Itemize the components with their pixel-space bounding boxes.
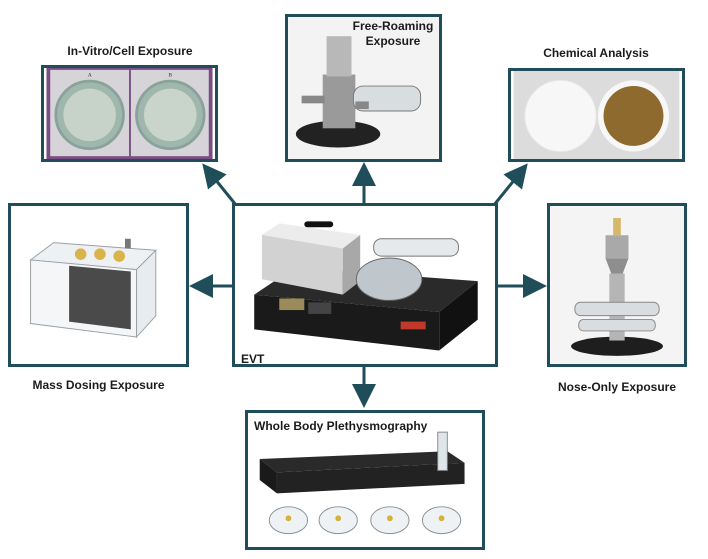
massdosing-label: Mass Dosing Exposure bbox=[32, 378, 165, 392]
evt-box: EVT bbox=[232, 203, 498, 367]
plate-a-label: A bbox=[88, 72, 93, 78]
petri-dishes-image: A B bbox=[46, 68, 213, 159]
noseonly-box bbox=[547, 203, 687, 367]
massdosing-box bbox=[8, 203, 189, 367]
freeroaming-label-line1: Free-Roaming bbox=[352, 19, 434, 33]
nose-only-tower-image bbox=[550, 206, 684, 364]
evt-device-image bbox=[236, 206, 494, 364]
arrow-to-chemical bbox=[492, 163, 528, 206]
filter-pads-image bbox=[513, 71, 680, 159]
chemical-label: Chemical Analysis bbox=[543, 46, 649, 60]
freeroaming-label: Free-Roaming Exposure bbox=[338, 19, 439, 49]
wbp-chambers-image bbox=[250, 413, 480, 547]
arrow-to-invitro bbox=[202, 163, 238, 206]
free-roaming-chamber-image bbox=[288, 17, 439, 159]
wbp-label: Whole Body Plethysmography bbox=[254, 419, 428, 433]
freeroaming-box: Free-Roaming Exposure bbox=[285, 14, 442, 162]
invitro-box: A B bbox=[41, 65, 218, 162]
noseonly-label: Nose-Only Exposure bbox=[557, 380, 677, 394]
mass-dosing-chamber-image bbox=[11, 206, 186, 364]
plate-b-label: B bbox=[168, 72, 172, 78]
wbp-box: Whole Body Plethysmography bbox=[245, 410, 485, 550]
freeroaming-label-line2: Exposure bbox=[365, 34, 421, 48]
evt-label: EVT bbox=[241, 352, 265, 366]
invitro-label: In-Vitro/Cell Exposure bbox=[67, 44, 193, 58]
chemical-box bbox=[508, 68, 685, 162]
